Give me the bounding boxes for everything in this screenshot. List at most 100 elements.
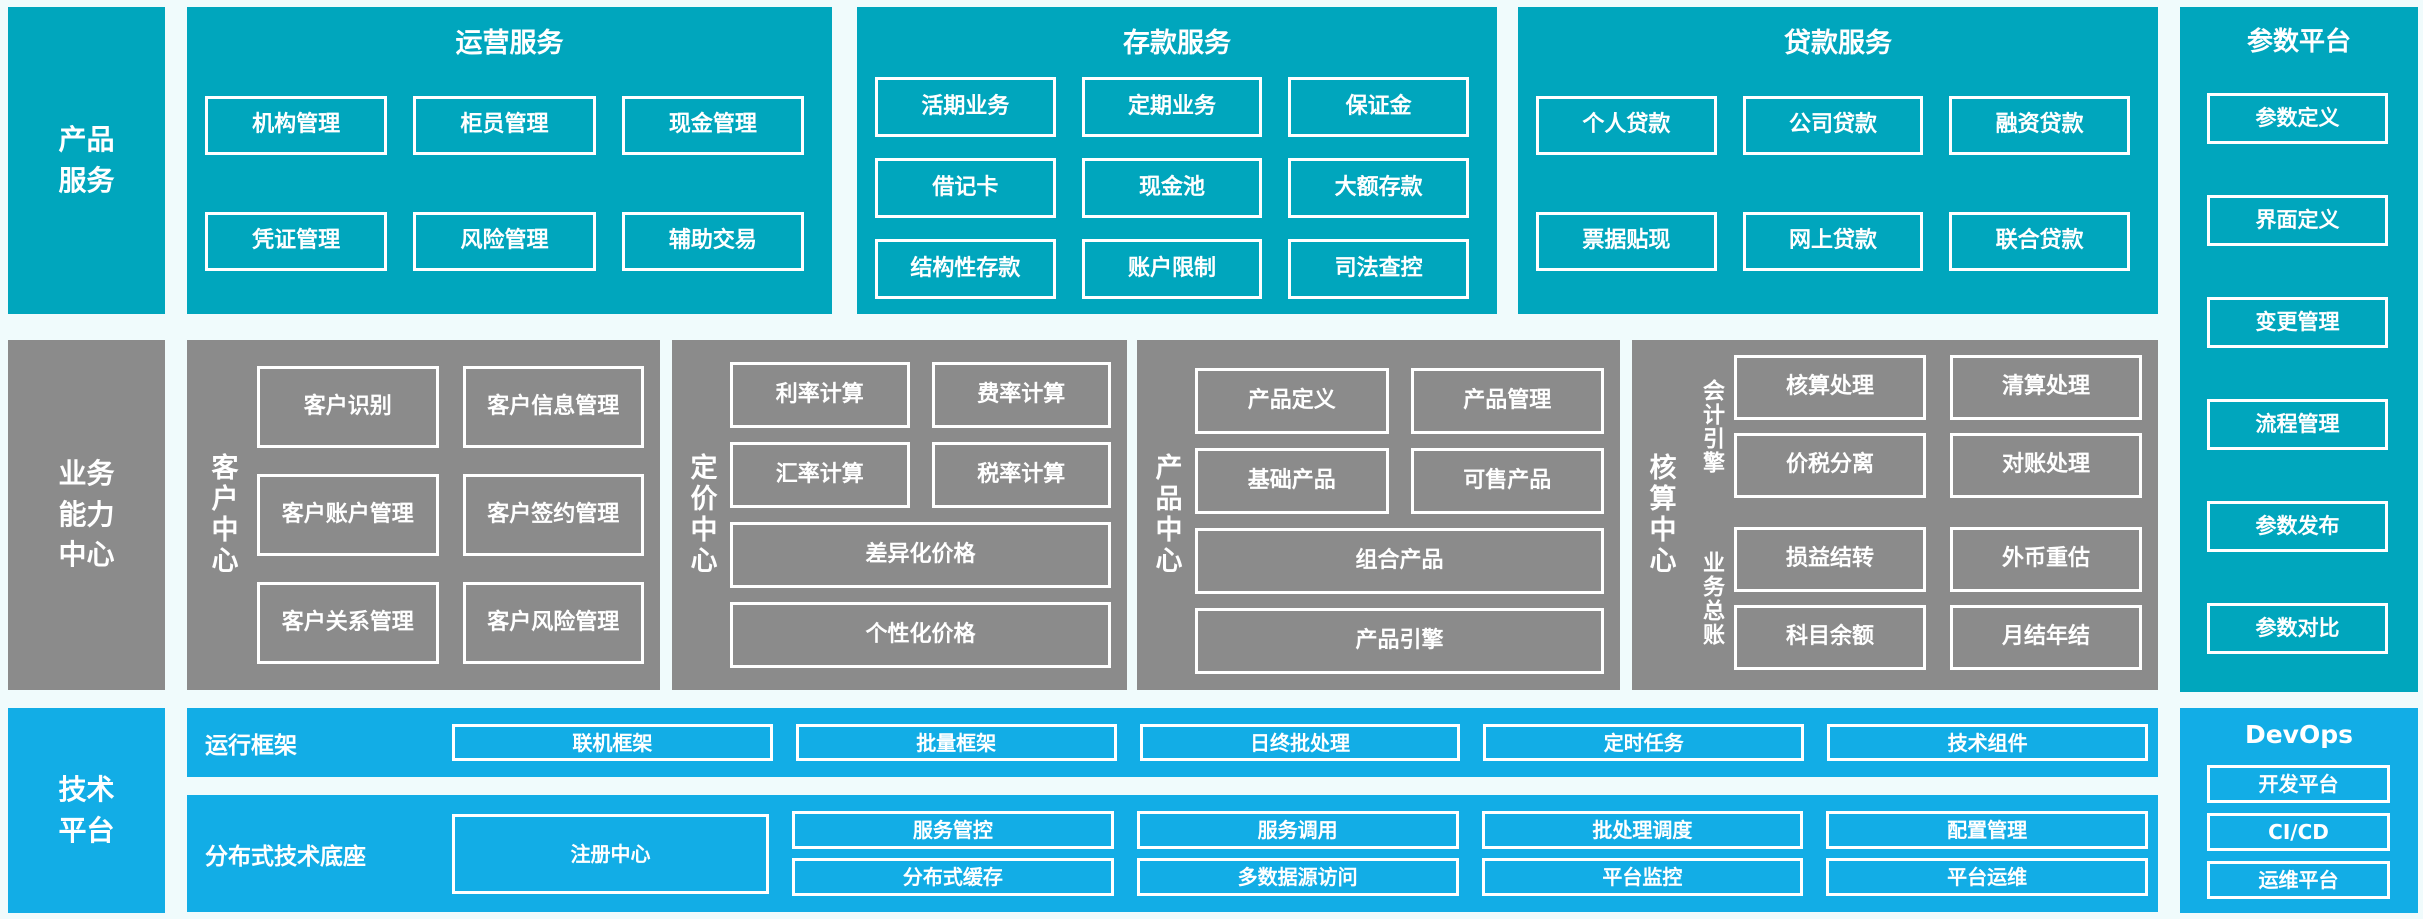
service-item-box: 融资贷款 — [1949, 96, 2130, 155]
capability-item-box: 汇率计算 — [730, 442, 910, 508]
capability-item-box: 外币重估 — [1950, 527, 2142, 592]
group-business-ledger: 业务总账 损益结转 外币重估 科目余额 月结年结 — [1688, 527, 2142, 670]
service-item-box: 票据贴现 — [1536, 212, 1717, 271]
service-item-box: 保证金 — [1288, 77, 1469, 137]
service-item-box: 机构管理 — [205, 96, 388, 155]
runtime-item-box: 技术组件 — [1827, 724, 2148, 761]
panel-parameter-platform: 参数平台 参数定义 界面定义 变更管理 流程管理 参数发布 参数对比 — [2180, 7, 2418, 692]
section-title: 存款服务 — [1123, 28, 1231, 59]
business-ledger-grid: 损益结转 外币重估 科目余额 月结年结 — [1734, 527, 2142, 670]
capability-item-box: 组合产品 — [1195, 528, 1604, 594]
service-item-box: 现金管理 — [621, 96, 804, 155]
distributed-grid: 服务管控 服务调用 批处理调度 配置管理 分布式缓存 多数据源访问 平台监控 平… — [792, 811, 2148, 896]
service-item-box: 公司贷款 — [1742, 96, 1924, 155]
service-item-box: 凭证管理 — [205, 212, 388, 271]
service-item-box: 柜员管理 — [413, 96, 596, 155]
distributed-item-box: 批处理调度 — [1481, 811, 1804, 849]
runtime-item-box: 批量框架 — [795, 724, 1117, 761]
registry-center-box: 注册中心 — [452, 813, 769, 894]
service-item-box: 大额存款 — [1288, 158, 1469, 218]
capability-item-box: 税率计算 — [931, 442, 1111, 508]
section-deposit-services: 存款服务 活期业务 定期业务 保证金 借记卡 现金池 大额存款 结构性存款 账户… — [857, 7, 1497, 314]
runtime-item-box: 日终批处理 — [1139, 724, 1461, 761]
capability-item-box: 基础产品 — [1195, 448, 1389, 514]
accounting-groups: 会计引擎 核算处理 清算处理 价税分离 对账处理 业务总账 损益结转 外币重估 … — [1688, 355, 2142, 699]
distributed-item-box: 服务管控 — [792, 811, 1114, 849]
section-title: 产品中心 — [1150, 453, 1182, 577]
row-label-product-services: 产品 服务 — [8, 7, 165, 314]
runtime-item-box: 定时任务 — [1483, 724, 1805, 761]
param-item-box: 参数对比 — [2207, 603, 2388, 654]
runtime-grid: 联机框架 批量框架 日终批处理 定时任务 技术组件 — [452, 724, 2148, 761]
operations-grid: 机构管理 柜员管理 现金管理 凭证管理 风险管理 辅助交易 — [205, 96, 804, 271]
section-product-center: 产品中心 产品定义 产品管理 基础产品 可售产品 组合产品 产品引擎 — [1137, 340, 1620, 690]
service-item-box: 司法查控 — [1288, 239, 1469, 299]
service-item-box: 结构性存款 — [875, 239, 1056, 299]
distributed-item-box: 分布式缓存 — [792, 858, 1114, 896]
bar-runtime-framework: 运行框架 联机框架 批量框架 日终批处理 定时任务 技术组件 — [187, 708, 2158, 777]
section-customer-center: 客户中心 客户识别 客户信息管理 客户账户管理 客户签约管理 客户关系管理 客户… — [187, 340, 660, 690]
section-title: 客户中心 — [206, 453, 238, 577]
devops-item-box: CI/CD — [2207, 813, 2390, 851]
distributed-item-box: 服务调用 — [1136, 811, 1459, 849]
capability-item-box: 客户签约管理 — [462, 474, 644, 556]
service-item-box: 网上贷款 — [1742, 212, 1924, 271]
capability-item-box: 客户账户管理 — [257, 474, 439, 556]
panel-title: DevOps — [2244, 720, 2354, 749]
param-item-box: 参数发布 — [2207, 501, 2388, 552]
panel-title: 参数平台 — [2246, 27, 2351, 57]
capability-item-box: 价税分离 — [1734, 433, 1926, 498]
param-item-box: 变更管理 — [2207, 297, 2388, 348]
service-item-box: 借记卡 — [875, 158, 1056, 218]
pricing-grid: 利率计算 费率计算 汇率计算 税率计算 差异化价格 个性化价格 — [730, 362, 1111, 668]
section-pricing-center: 定价中心 利率计算 费率计算 汇率计算 税率计算 差异化价格 个性化价格 — [672, 340, 1127, 690]
param-item-box: 流程管理 — [2207, 399, 2388, 450]
capability-item-box: 客户信息管理 — [462, 366, 644, 448]
capability-item-box: 产品引擎 — [1195, 608, 1604, 674]
group-label-accounting-engine: 会计引擎 — [1699, 378, 1724, 475]
capability-item-box: 客户识别 — [257, 366, 439, 448]
bar-distributed-tech-base: 分布式技术底座 注册中心 服务管控 服务调用 批处理调度 配置管理 分布式缓存 … — [187, 795, 2158, 912]
capability-item-box: 核算处理 — [1734, 355, 1926, 420]
row-label-technology-platform: 技术 平台 — [8, 708, 165, 913]
service-item-box: 活期业务 — [875, 77, 1056, 137]
devops-item-box: 开发平台 — [2207, 765, 2390, 803]
section-title: 核算中心 — [1644, 453, 1676, 577]
capability-item-box: 利率计算 — [730, 362, 910, 428]
bar-title: 运行框架 — [205, 732, 297, 759]
capability-item-box: 产品定义 — [1195, 368, 1389, 434]
capability-item-box: 个性化价格 — [730, 602, 1111, 668]
service-item-box: 风险管理 — [413, 212, 596, 271]
service-item-box: 账户限制 — [1081, 239, 1263, 299]
service-item-box: 联合贷款 — [1949, 212, 2130, 271]
panel-devops: DevOps 开发平台 CI/CD 运维平台 — [2180, 708, 2418, 913]
capability-item-box: 清算处理 — [1950, 355, 2142, 420]
accounting-engine-grid: 核算处理 清算处理 价税分离 对账处理 — [1734, 355, 2142, 498]
service-item-box: 个人贷款 — [1536, 96, 1717, 155]
section-operations-services: 运营服务 机构管理 柜员管理 现金管理 凭证管理 风险管理 辅助交易 — [187, 7, 832, 314]
param-item-box: 参数定义 — [2207, 93, 2388, 144]
devops-item-box: 运维平台 — [2207, 861, 2390, 899]
service-item-box: 辅助交易 — [621, 212, 804, 271]
parameter-grid: 参数定义 界面定义 变更管理 流程管理 参数发布 参数对比 — [2207, 93, 2388, 654]
capability-item-box: 损益结转 — [1734, 527, 1926, 592]
capability-item-box: 可售产品 — [1410, 448, 1604, 514]
row-label-business-capability-center: 业务 能力 中心 — [8, 340, 165, 690]
group-accounting-engine: 会计引擎 核算处理 清算处理 价税分离 对账处理 — [1688, 355, 2142, 498]
capability-item-box: 客户关系管理 — [257, 582, 439, 664]
bar-title: 分布式技术底座 — [205, 843, 366, 870]
distributed-item-box: 平台运维 — [1826, 858, 2148, 896]
runtime-item-box: 联机框架 — [452, 724, 773, 761]
capability-item-box: 客户风险管理 — [462, 582, 644, 664]
capability-item-box: 费率计算 — [931, 362, 1111, 428]
param-item-box: 界面定义 — [2207, 195, 2388, 246]
service-item-box: 现金池 — [1081, 158, 1263, 218]
capability-item-box: 科目余额 — [1734, 605, 1926, 670]
service-item-box: 定期业务 — [1081, 77, 1263, 137]
section-title: 定价中心 — [685, 453, 717, 577]
loan-grid: 个人贷款 公司贷款 融资贷款 票据贴现 网上贷款 联合贷款 — [1536, 96, 2130, 271]
distributed-item-box: 配置管理 — [1826, 811, 2148, 849]
section-accounting-center: 核算中心 会计引擎 核算处理 清算处理 价税分离 对账处理 业务总账 损益结转 — [1632, 340, 2158, 690]
devops-grid: 开发平台 CI/CD 运维平台 — [2207, 765, 2390, 899]
